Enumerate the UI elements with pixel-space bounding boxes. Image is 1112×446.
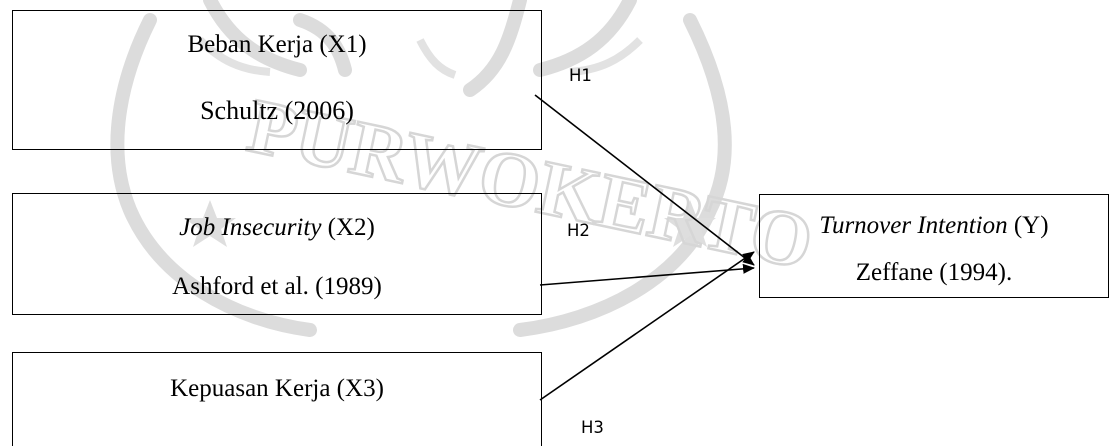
x2-label: Job Insecurity (X2) <box>13 214 541 242</box>
x2-label-italic: Job Insecurity <box>179 214 322 241</box>
x3-label: Kepuasan Kerja (X3) <box>170 375 384 402</box>
variable-box-x2: Job Insecurity (X2) Ashford et al. (1989… <box>12 193 542 315</box>
y-label-italic: Turnover Intention <box>819 212 1008 239</box>
x2-label-code: (X2) <box>321 214 375 241</box>
hypothesis-label-h2: H2 <box>567 221 590 240</box>
arrow-h1 <box>534 94 755 266</box>
hypothesis-label-h3: H3 <box>581 418 604 437</box>
variable-box-x1: Beban Kerja (X1) Schultz (2006) <box>12 10 542 150</box>
x1-label: Beban Kerja (X1) <box>187 31 367 58</box>
x2-source: Ashford et al. (1989) <box>172 273 382 300</box>
y-label: Turnover Intention (Y) <box>760 212 1108 240</box>
arrow-h2 <box>539 263 755 286</box>
arrow-h3 <box>539 251 755 401</box>
y-source: Zeffane (1994). <box>855 259 1013 286</box>
variable-box-x3: Kepuasan Kerja (X3) <box>12 352 542 446</box>
y-label-code: (Y) <box>1007 212 1049 239</box>
hypothesis-label-h1: H1 <box>569 66 592 85</box>
variable-box-y: Turnover Intention (Y) Zeffane (1994). <box>759 194 1109 298</box>
x1-source: Schultz (2006) <box>200 96 354 125</box>
